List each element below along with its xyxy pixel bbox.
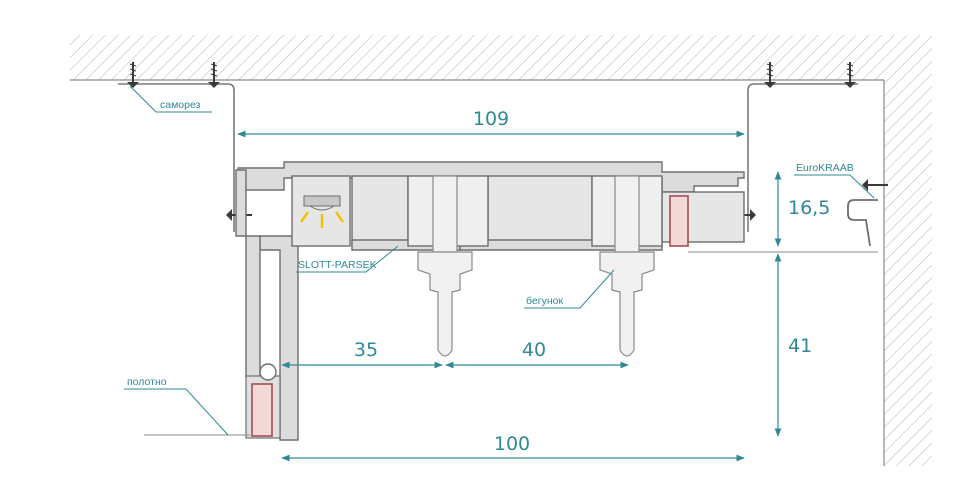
dimension-left-offset: 35 bbox=[354, 339, 378, 361]
eurokraab-clip bbox=[847, 199, 878, 247]
runner-left bbox=[417, 175, 473, 357]
runner-right bbox=[599, 175, 655, 357]
label-canvas: полотно bbox=[127, 376, 167, 388]
canvas-insert-left bbox=[245, 363, 281, 439]
led-light-icon bbox=[300, 195, 344, 228]
dimension-height-upper: 16,5 bbox=[788, 197, 830, 219]
screw-icon bbox=[127, 62, 856, 88]
label-euro: EuroKRAAB bbox=[796, 162, 854, 174]
right-bracket bbox=[747, 83, 858, 232]
ceiling-slab bbox=[70, 35, 932, 81]
canvas-insert-right bbox=[669, 195, 689, 247]
dimension-lines bbox=[237, 130, 782, 462]
right-wall bbox=[883, 80, 932, 466]
leader-lines bbox=[124, 85, 875, 436]
dimension-runner-spacing: 40 bbox=[522, 339, 546, 361]
dimension-top-width: 109 bbox=[473, 108, 509, 130]
main-profile bbox=[235, 161, 745, 441]
label-slott: SLOTT-PARSEK bbox=[298, 259, 377, 271]
label-runner: бегунок bbox=[526, 295, 563, 307]
label-screw: саморез bbox=[160, 99, 201, 111]
canvas-lines bbox=[144, 251, 878, 436]
dimension-bottom-width: 100 bbox=[494, 433, 530, 455]
left-bracket bbox=[118, 83, 235, 232]
dimension-height-lower: 41 bbox=[788, 335, 812, 357]
